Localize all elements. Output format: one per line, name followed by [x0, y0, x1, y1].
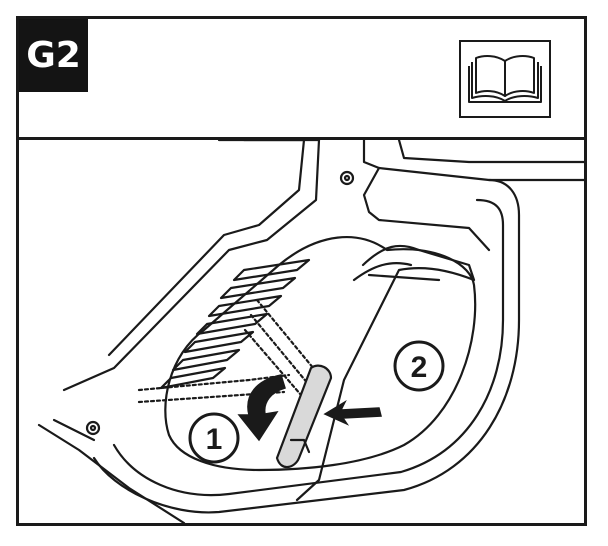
trigger: [295, 244, 476, 502]
handle-frame: [92, 178, 521, 514]
panel-header: G2: [19, 19, 584, 140]
open-book-icon: [468, 55, 542, 103]
housing-outline: [62, 140, 321, 392]
grip-opening: [164, 236, 477, 472]
callout-1-number: 1: [206, 423, 223, 456]
push-arrow-icon: [323, 400, 382, 426]
instruction-panel: G2: [16, 16, 587, 526]
callout-2: 2: [393, 340, 445, 392]
latch-lever: [275, 364, 333, 469]
read-manual-box: [459, 40, 551, 118]
rotate-arrow-icon: [237, 374, 286, 442]
screws: [85, 170, 355, 436]
callout-2-number: 2: [411, 351, 428, 384]
step-badge: G2: [19, 19, 88, 92]
tool-illustration: 1 2: [19, 140, 584, 523]
tool-handle-diagram: 1 2: [37, 140, 584, 523]
vent-slots: [159, 258, 311, 390]
callout-1: 1: [188, 412, 240, 464]
